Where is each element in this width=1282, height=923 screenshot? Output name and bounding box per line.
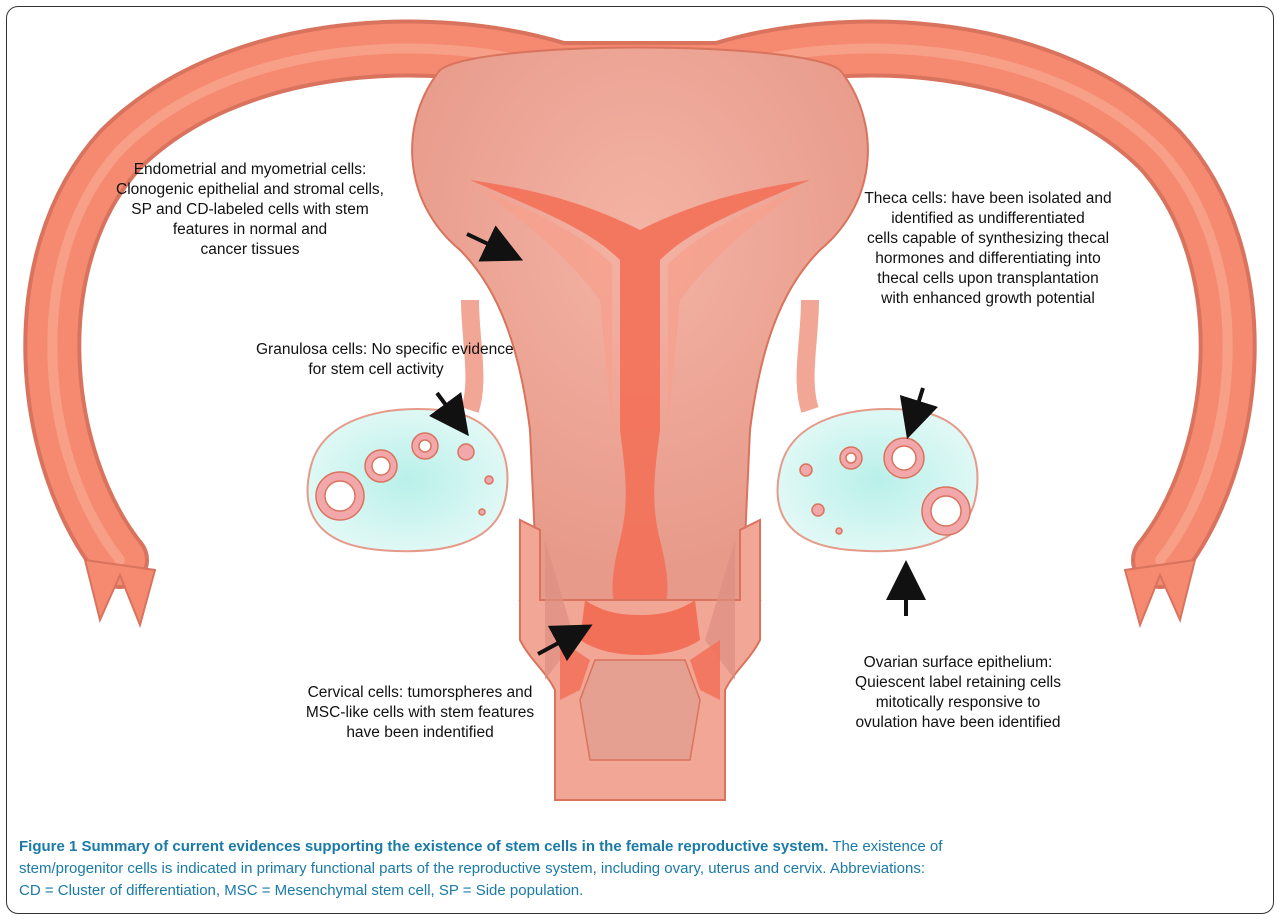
label-line: ovulation have been identified: [828, 713, 1088, 733]
label-line: cells capable of synthesizing thecal: [838, 229, 1138, 249]
caption-line-2: stem/progenitor cells is indicated in pr…: [19, 858, 1267, 880]
label-line: cancer tissues: [100, 240, 400, 260]
figure-caption: Figure 1 Summary of current evidences su…: [19, 836, 1267, 902]
label-line: mitotically responsive to: [828, 693, 1088, 713]
label-granulosa: Granulosa cells: No specific evidence fo…: [256, 340, 496, 380]
label-line: have been indentified: [270, 723, 570, 743]
caption-text: The existence of: [828, 838, 942, 855]
label-line: for stem cell activity: [256, 360, 496, 380]
label-line: Cervical cells: tumorspheres and: [270, 683, 570, 703]
label-theca: Theca cells: have been isolated and iden…: [838, 189, 1138, 309]
label-ovarian-surface: Ovarian surface epithelium: Quiescent la…: [828, 653, 1088, 733]
label-line: SP and CD-labeled cells with stem: [100, 200, 400, 220]
label-line: identified as undifferentiated: [838, 209, 1138, 229]
label-line: hormones and differentiating into: [838, 249, 1138, 269]
label-line: thecal cells upon transplantation: [838, 269, 1138, 289]
reproductive-system-diagram: [0, 0, 1282, 830]
label-line: Granulosa cells: No specific evidence: [256, 340, 496, 360]
label-line: Quiescent label retaining cells: [828, 673, 1088, 693]
caption-title: Figure 1 Summary of current evidences su…: [19, 838, 828, 855]
caption-line-1: Figure 1 Summary of current evidences su…: [19, 836, 1267, 858]
label-line: with enhanced growth potential: [838, 289, 1138, 309]
fimbriae-right: [1125, 560, 1195, 625]
label-cervical: Cervical cells: tumorspheres and MSC-lik…: [270, 683, 570, 743]
label-line: Clonogenic epithelial and stromal cells,: [100, 180, 400, 200]
label-line: Ovarian surface epithelium:: [828, 653, 1088, 673]
caption-line-3: CD = Cluster of differentiation, MSC = M…: [19, 880, 1267, 902]
label-line: Theca cells: have been isolated and: [838, 189, 1138, 209]
fimbriae-left: [85, 560, 155, 625]
label-line: Endometrial and myometrial cells:: [100, 160, 400, 180]
label-line: MSC-like cells with stem features: [270, 703, 570, 723]
label-line: features in normal and: [100, 220, 400, 240]
label-endometrial: Endometrial and myometrial cells: Clonog…: [100, 160, 400, 260]
